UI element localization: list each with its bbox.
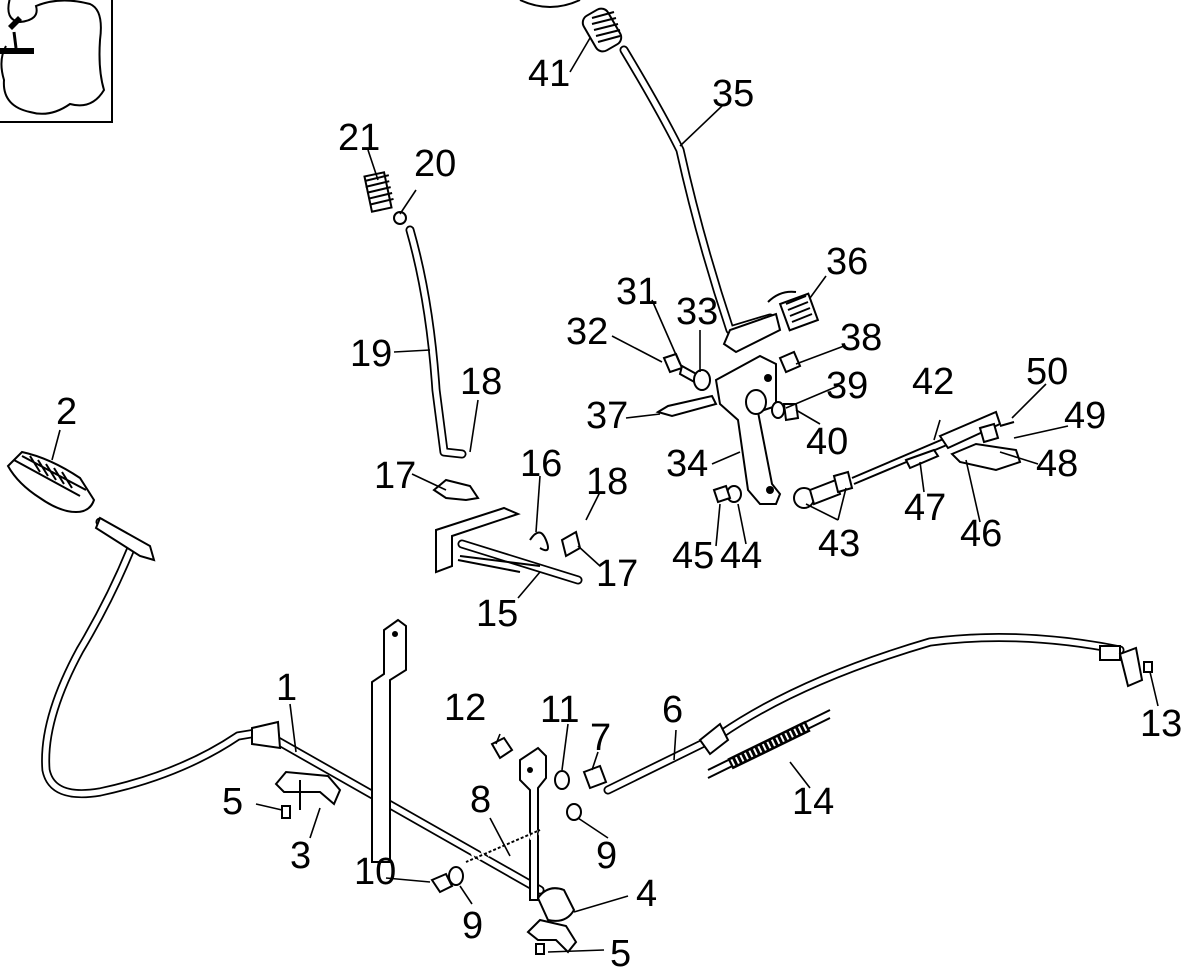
bolts-5 <box>281 805 545 955</box>
callout-37: 37 <box>586 395 628 437</box>
callout-4: 4 <box>636 873 657 915</box>
clip-3 <box>274 770 342 810</box>
callout-35: 35 <box>712 73 754 115</box>
callout-10: 10 <box>354 851 396 893</box>
callout-17b: 17 <box>596 553 638 595</box>
spring-14 <box>707 709 831 779</box>
callout-17a: 17 <box>374 455 416 497</box>
callout-8: 8 <box>470 779 491 821</box>
callout-44: 44 <box>720 535 762 577</box>
callout-5a: 5 <box>222 781 243 823</box>
callout-38: 38 <box>840 317 882 359</box>
callout-1: 1 <box>276 667 297 709</box>
callout-33: 33 <box>676 291 718 333</box>
callout-47: 47 <box>904 487 946 529</box>
rod-42 <box>851 410 1022 485</box>
spring-36 <box>767 290 820 332</box>
callout-48: 48 <box>1036 443 1078 485</box>
callout-45: 45 <box>672 535 714 577</box>
fasteners-upper <box>655 350 802 422</box>
callout-12: 12 <box>444 687 486 729</box>
callout-32: 32 <box>566 311 608 353</box>
callout-7: 7 <box>590 717 611 759</box>
clip-4 <box>526 918 578 954</box>
callout-40: 40 <box>806 421 848 463</box>
callout-34: 34 <box>666 443 708 485</box>
leader-lines <box>51 37 1159 953</box>
pedal-rod-assembly <box>6 450 545 895</box>
callout-18a: 18 <box>460 361 502 403</box>
callout-14: 14 <box>792 781 834 823</box>
callout-20: 20 <box>414 143 456 185</box>
callout-43: 43 <box>818 523 860 565</box>
callout-2: 2 <box>56 391 77 433</box>
lever-35 <box>581 7 782 354</box>
callout-13: 13 <box>1140 703 1182 745</box>
callout-5b: 5 <box>610 933 631 969</box>
callout-19: 19 <box>350 333 392 375</box>
spring-8 <box>465 827 541 865</box>
callout-41: 41 <box>528 53 570 95</box>
callout-46: 46 <box>960 513 1002 555</box>
callout-9b: 9 <box>462 905 483 947</box>
ball-joint-43 <box>712 470 854 509</box>
lever-19 <box>363 171 467 459</box>
inset-thumbnail <box>0 0 113 123</box>
callout-6: 6 <box>662 689 683 731</box>
callout-42: 42 <box>912 361 954 403</box>
rod-6 <box>603 633 1153 795</box>
callout-15: 15 <box>476 593 518 635</box>
callout-labels: 41 35 21 20 36 31 33 32 38 19 18 42 39 5… <box>56 53 1182 969</box>
bracket-34 <box>714 354 782 505</box>
callout-49: 49 <box>1064 395 1106 437</box>
callout-16: 16 <box>520 443 562 485</box>
callout-50: 50 <box>1026 351 1068 393</box>
callout-31: 31 <box>616 271 658 313</box>
callout-18b: 18 <box>586 461 628 503</box>
shaft-assembly-15 <box>432 478 583 585</box>
callout-11: 11 <box>540 689 579 731</box>
callout-3: 3 <box>290 835 311 877</box>
callout-21: 21 <box>338 117 380 159</box>
callout-39: 39 <box>826 365 868 407</box>
brackets <box>371 618 576 922</box>
callout-36: 36 <box>826 241 868 283</box>
callout-9a: 9 <box>596 835 617 877</box>
